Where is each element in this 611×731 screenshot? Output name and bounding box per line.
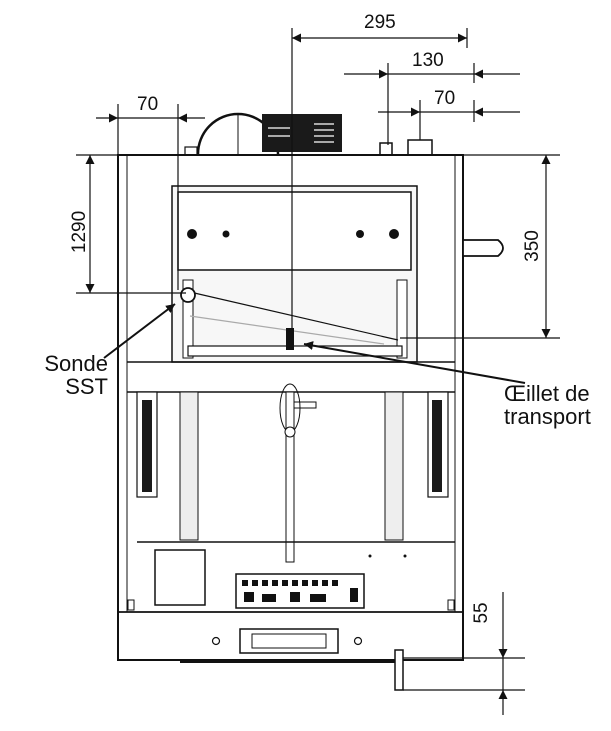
callout-sonde-sst: Sonde SST <box>10 352 108 398</box>
label-70-left: 70 <box>137 94 159 115</box>
callout-oeillet-line1: Œillet de <box>504 381 590 406</box>
base-panel <box>118 599 463 691</box>
fan-motor-block <box>262 114 342 152</box>
callout-sonde-line1: Sonde <box>44 351 108 376</box>
sst-probe-circle <box>180 287 196 303</box>
side-handle <box>462 239 504 257</box>
callout-sonde-line2: SST <box>65 374 108 400</box>
label-130: 130 <box>412 50 444 71</box>
callout-oeillet-de-transport: Œillet de transport <box>504 382 591 428</box>
label-295: 295 <box>364 12 396 33</box>
leader-oeillet <box>303 341 526 384</box>
label-350: 350 <box>522 230 544 262</box>
combustion-chamber <box>171 185 418 363</box>
callout-oeillet-line2: transport <box>504 404 591 430</box>
label-55: 55 <box>471 602 493 624</box>
label-70-right: 70 <box>434 88 456 109</box>
control-board <box>137 541 455 609</box>
leader-sonde-sst <box>103 303 176 359</box>
label-1290: 1290 <box>69 210 91 254</box>
lower-chamber <box>136 383 449 563</box>
